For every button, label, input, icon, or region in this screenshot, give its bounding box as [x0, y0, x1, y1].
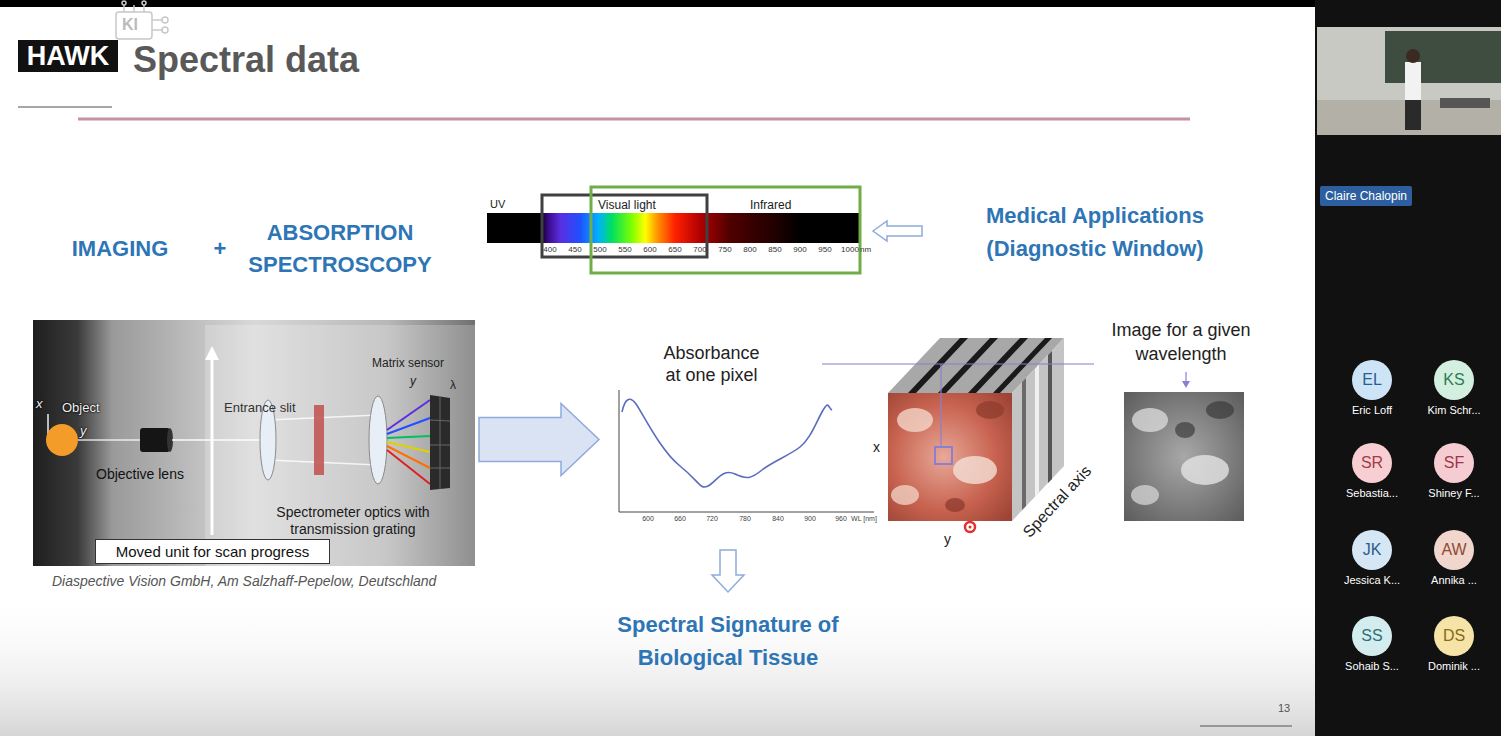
heading-text: Medical Applications (Diagnostic Window) — [955, 199, 1235, 265]
tick-label: 800 — [735, 245, 765, 255]
tick-label: 600 — [635, 245, 665, 255]
heading-text: IMAGING — [45, 236, 195, 262]
avatar-circle: SFShiney F... — [1434, 443, 1474, 483]
slide-ground — [0, 0, 1315, 736]
participant-name: Kim Schr... — [1409, 404, 1499, 417]
tick-label: 450 — [560, 245, 590, 255]
tick-label: 840 — [764, 515, 792, 523]
tick-label: 720 — [698, 515, 726, 523]
slide-title: Spectral data — [133, 38, 359, 81]
avatar-initials: SR — [1352, 443, 1392, 483]
participant-name: Annika ... — [1409, 574, 1499, 587]
tick-label: 750 — [710, 245, 740, 255]
heading-text: Spectral Signature of Biological Tissue — [598, 608, 858, 674]
axis-label: λ — [450, 378, 456, 392]
avatar-initials: SF — [1434, 443, 1474, 483]
absorbance-chart — [619, 390, 874, 512]
avatar-circle: AWAnnika ... — [1434, 530, 1474, 570]
title-rule — [18, 106, 112, 108]
heading-text: ABSORPTION SPECTROSCOPY — [240, 217, 440, 281]
part-label: Objective lens — [96, 466, 184, 483]
part-label: Spectrometer optics with transmission gr… — [258, 504, 448, 538]
avatar-initials: JK — [1352, 530, 1392, 570]
avatar-initials: DS — [1434, 616, 1474, 656]
pointer-arrow — [873, 221, 922, 241]
tick-label: 700 — [685, 245, 715, 255]
band-label: UV — [490, 198, 505, 211]
camera-feed — [1317, 27, 1501, 135]
band-label: Infrared — [750, 198, 791, 212]
chart-title: Absorbance at one pixel — [654, 342, 769, 386]
speaker-name: Claire Chalopin — [1325, 188, 1407, 204]
scan-unit-box: Moved unit for scan progress — [95, 539, 330, 564]
avatar-initials: AW — [1434, 530, 1474, 570]
image-credit: Diaspective Vision GmbH, Am Salzhaff-Pep… — [52, 573, 436, 590]
axis-label: x — [873, 439, 880, 456]
part-label: Matrix sensor — [372, 356, 444, 370]
axis-label: WL [nm] — [844, 515, 884, 523]
block-arrow — [479, 404, 599, 476]
participant-name: Sebastia... — [1327, 487, 1417, 500]
participant-name: Jessica K... — [1327, 574, 1417, 587]
slide-number: 13 — [1278, 702, 1290, 715]
tick-label: 660 — [666, 515, 694, 523]
diagnostic-window-box — [591, 187, 860, 273]
avatar-circle: SSSohaib S... — [1352, 616, 1392, 656]
logo-text: HAWK — [18, 40, 118, 72]
tick-label: 400 — [535, 245, 565, 255]
avatar-circle: DSDominik ... — [1434, 616, 1474, 656]
participant-name: Eric Loff — [1327, 404, 1417, 417]
axis-label: y — [410, 374, 416, 388]
axis-label: y — [944, 531, 951, 548]
speaker-chip: Claire Chalopin — [1320, 186, 1412, 206]
image-caption: Image for a given wavelength — [1096, 318, 1266, 366]
down-arrow — [712, 550, 744, 592]
footer-rule — [1200, 726, 1292, 727]
tick-label: 900 — [796, 515, 824, 523]
scanner-panel: xyObjectEntrance slitMatrix sensorλyObje… — [33, 320, 475, 566]
wavelength-image — [1124, 392, 1244, 521]
tick-label: 600 — [634, 515, 662, 523]
logo-mark: KI — [122, 15, 138, 34]
tick-label: 550 — [610, 245, 640, 255]
spectrum-chart: Absorbance at one pixel 600 660 720 780 840 90… — [605, 338, 880, 534]
box-text: Moved unit for scan progress — [96, 540, 329, 563]
plus-sign: + — [210, 236, 230, 262]
tick-label: 950 — [810, 245, 840, 255]
tick-label: 900 — [785, 245, 815, 255]
participant-name: Sohaib S... — [1327, 660, 1417, 673]
axis-label: y — [80, 423, 87, 439]
axis-label: Spectral axis — [1019, 470, 1088, 542]
tick-label: 960 — [827, 515, 855, 523]
visible-range-box — [542, 195, 707, 257]
tick-label: nm — [860, 245, 871, 255]
title-rule-accent — [78, 118, 1190, 121]
axis-label: x — [36, 396, 43, 412]
avatar-circle: SRSebastia... — [1352, 443, 1392, 483]
avatar-circle: JKJessica K... — [1352, 530, 1392, 570]
video-fade — [0, 590, 1315, 736]
scanner-illustration — [33, 320, 475, 566]
participant-name: Shiney F... — [1409, 487, 1499, 500]
avatar-initials: KS — [1434, 360, 1474, 400]
avatar-initials: EL — [1352, 360, 1392, 400]
ki-icon — [116, 1, 168, 39]
tick-label: 500 — [585, 245, 615, 255]
window-top-bar — [0, 0, 1501, 7]
part-label: Object — [62, 400, 100, 416]
band-label: Visual light — [598, 198, 656, 212]
participant-sidebar — [1315, 0, 1501, 736]
avatar-circle: ELEric Loff — [1352, 360, 1392, 400]
avatar-initials: SS — [1352, 616, 1392, 656]
logo-box: HAWK — [18, 40, 118, 72]
tick-label: 650 — [660, 245, 690, 255]
part-label: Entrance slit — [224, 400, 296, 416]
avatar-circle: KSKim Schr... — [1434, 360, 1474, 400]
participant-name: Dominik ... — [1409, 660, 1499, 673]
tick-label: 850 — [760, 245, 790, 255]
tick-label: 780 — [731, 515, 759, 523]
